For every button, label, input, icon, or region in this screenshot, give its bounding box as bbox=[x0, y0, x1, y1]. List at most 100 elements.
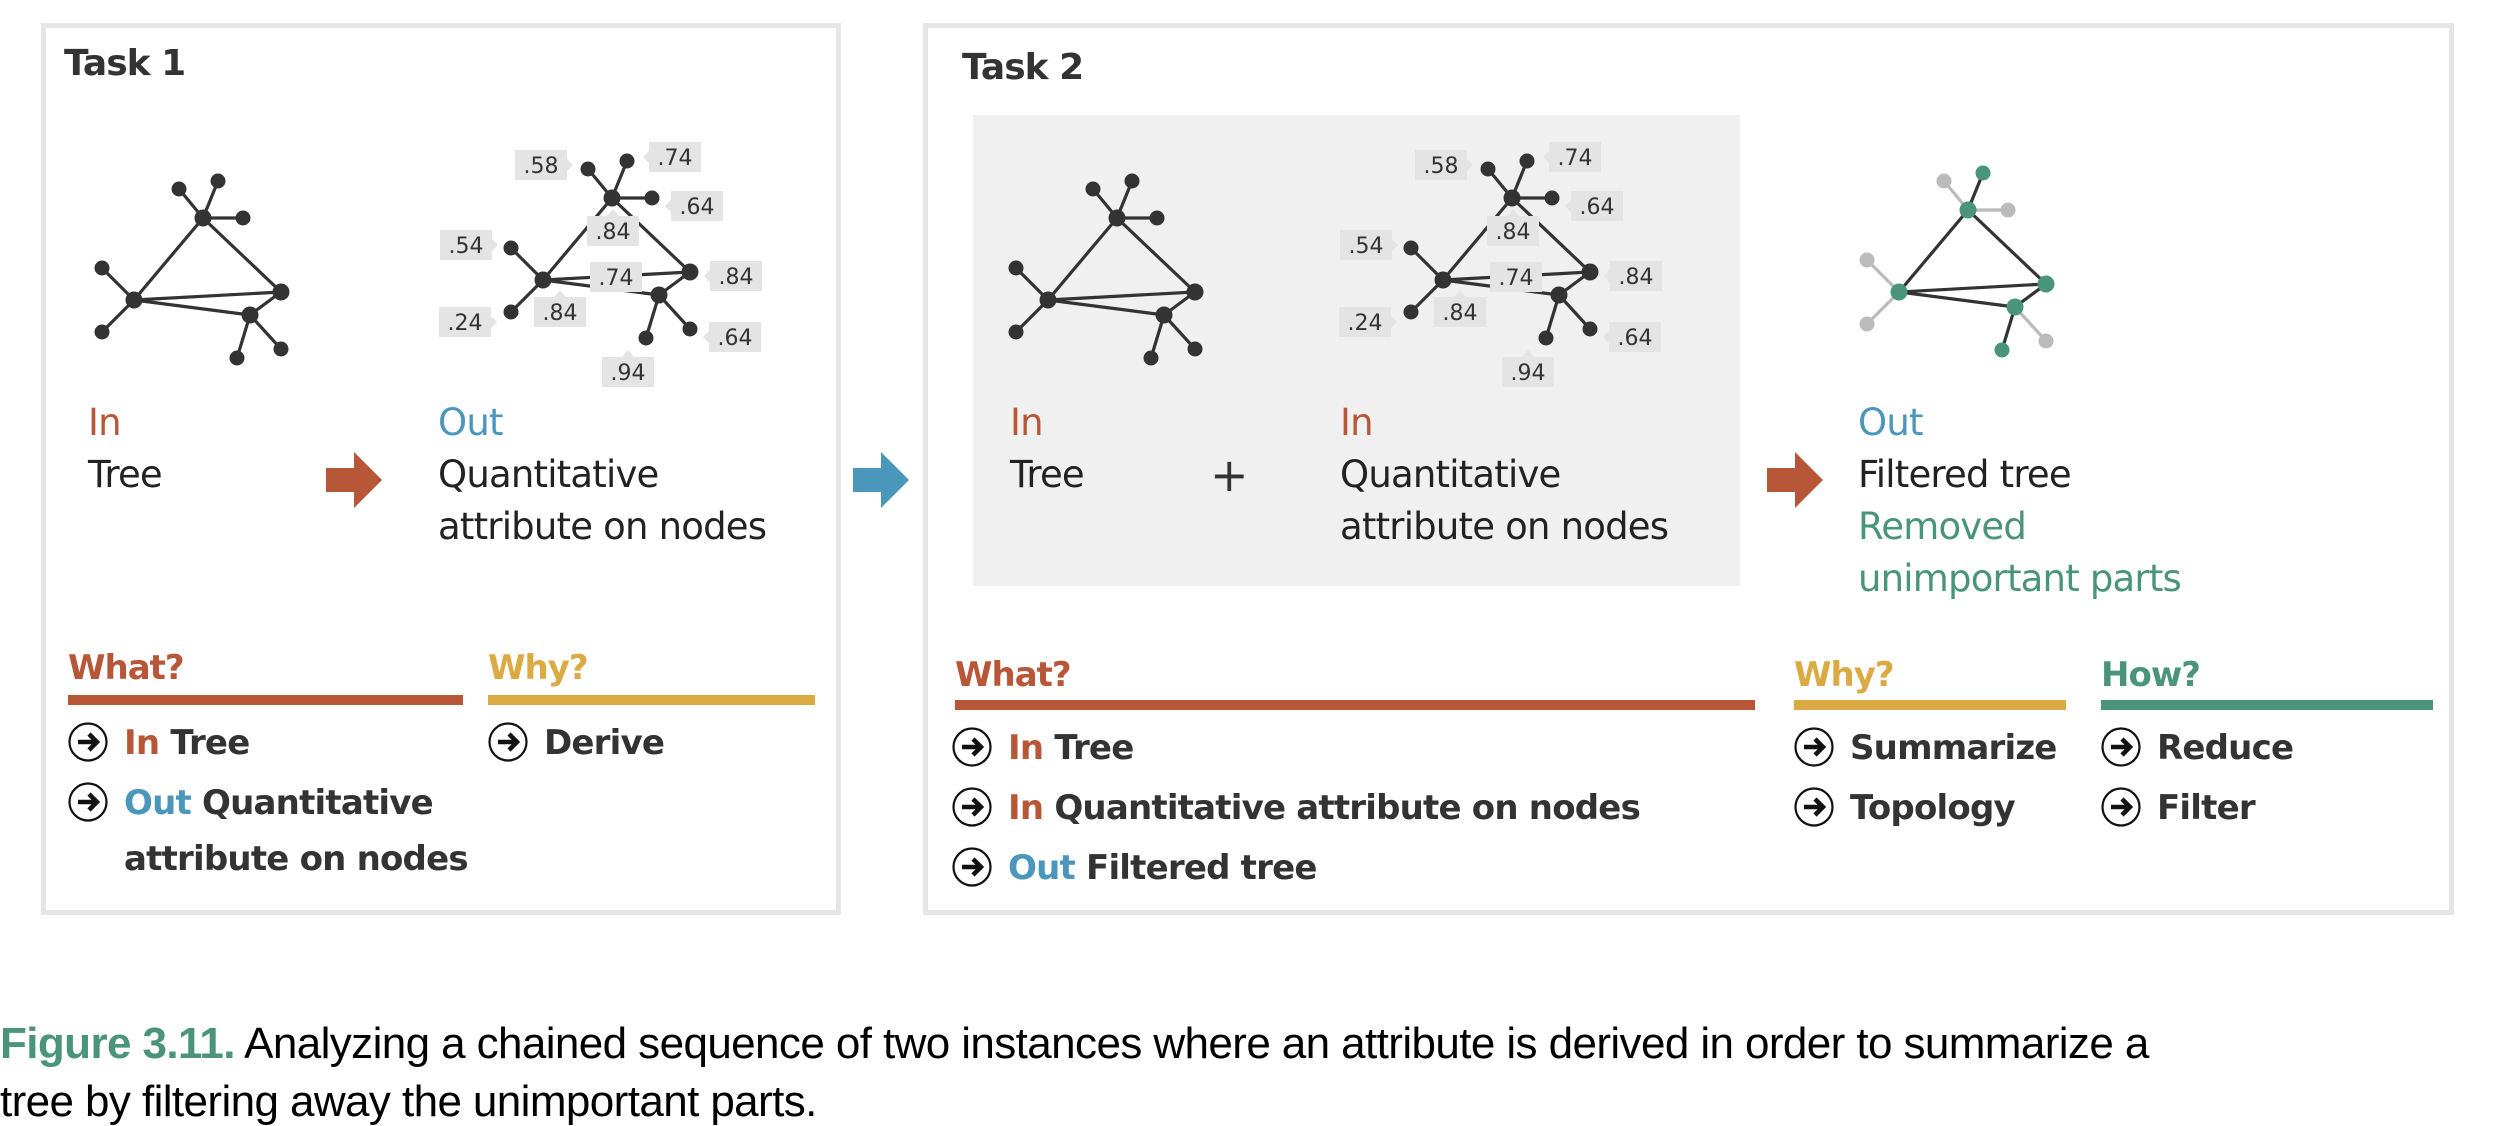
tree-edge bbox=[1047, 298, 1165, 317]
task2-what-heading: What? bbox=[955, 655, 1072, 695]
tree-leaf-node bbox=[580, 161, 596, 177]
tree-leaf-node bbox=[1519, 153, 1535, 169]
output-note-line-2: unimportant parts bbox=[1858, 557, 2182, 600]
tree-edge bbox=[610, 196, 692, 274]
tree-edge bbox=[133, 298, 251, 317]
attribute-label-box bbox=[587, 216, 639, 246]
attribute-value: .94 bbox=[1511, 361, 1546, 386]
item-text: Filtered tree bbox=[1086, 848, 1317, 888]
circle-arrow-icon bbox=[2101, 787, 2141, 827]
attribute-label: .84 bbox=[1604, 261, 1662, 291]
output-note-line-1: Removed bbox=[1858, 505, 2027, 548]
task1-what-heading: What? bbox=[68, 648, 185, 688]
tree-leaf-node bbox=[229, 350, 245, 366]
out-role-label: Out bbox=[438, 401, 503, 444]
attribute-label: .84 bbox=[587, 209, 639, 246]
attribute-label-box bbox=[710, 261, 762, 291]
tree-leaf-node bbox=[1544, 190, 1560, 206]
circle-arrow-icon bbox=[952, 787, 992, 827]
plus-sign: + bbox=[1210, 448, 1249, 502]
tree-hub-node bbox=[1581, 263, 1599, 281]
task1-panel bbox=[41, 23, 841, 915]
attribute-value: .84 bbox=[543, 301, 578, 326]
tree-edge bbox=[1966, 208, 2048, 286]
tree-leaf-node bbox=[1936, 173, 1952, 189]
attribute-label-pointer bbox=[491, 316, 497, 328]
attribute-value: .74 bbox=[1499, 266, 1534, 291]
tree-edge bbox=[1897, 208, 1970, 294]
attribute-label: .58 bbox=[1415, 150, 1473, 180]
attribute-label-box bbox=[1490, 262, 1542, 292]
item-text: Reduce bbox=[2157, 728, 2294, 768]
attribute-label-pointer bbox=[1565, 200, 1571, 212]
item-text: Topology bbox=[1850, 788, 2016, 828]
tree-leaf-node bbox=[171, 181, 187, 197]
attribute-label-pointer bbox=[1391, 316, 1397, 328]
task2-why-bar bbox=[1794, 700, 2066, 710]
output-line-2: attribute on nodes bbox=[438, 505, 767, 548]
attribute-label-box bbox=[1487, 216, 1539, 246]
tree-hub-node bbox=[1890, 283, 1908, 301]
attribute-label-box bbox=[1434, 297, 1486, 327]
circle-arrow-icon bbox=[1794, 787, 1834, 827]
tree-leaf-node bbox=[1124, 173, 1140, 189]
in-role-label: In bbox=[1340, 401, 1374, 444]
circle-arrow-icon bbox=[952, 847, 992, 887]
role-in: In bbox=[124, 723, 160, 763]
tree-hub-node bbox=[241, 306, 259, 324]
attribute-label-box bbox=[1502, 357, 1554, 387]
attribute-label-pointer bbox=[643, 151, 649, 163]
attribute-label-box bbox=[1340, 230, 1392, 260]
tree-leaf-node bbox=[1582, 321, 1598, 337]
circle-arrow-icon bbox=[952, 727, 992, 767]
circle-arrow-icon bbox=[2101, 727, 2141, 767]
attribute-label-box bbox=[534, 297, 586, 327]
item-text: Tree bbox=[1054, 728, 1134, 768]
attribute-label-box bbox=[590, 262, 642, 292]
task2-why-heading: Why? bbox=[1794, 655, 1895, 695]
attribute-value: .74 bbox=[658, 146, 693, 171]
tree-hub-node bbox=[603, 189, 621, 207]
circle-arrow-icon bbox=[488, 722, 528, 762]
tree-leaf-node bbox=[1859, 252, 1875, 268]
attribute-label-pointer bbox=[492, 239, 498, 251]
circle-arrow-icon bbox=[68, 782, 108, 822]
caption-text: Analyzing a chained sequence of two inst… bbox=[234, 1019, 2149, 1068]
tree-leaf-node bbox=[94, 324, 110, 340]
task2-how-heading: How? bbox=[2101, 655, 2201, 695]
figure-caption-line-2: tree by filtering away the unimportant p… bbox=[0, 1077, 817, 1126]
attribute-label: .94 bbox=[602, 350, 654, 387]
attribute-value: .84 bbox=[719, 265, 754, 290]
attribute-label-box bbox=[440, 230, 492, 260]
task-arrow-icon bbox=[326, 452, 382, 508]
tree-leaf-node bbox=[1187, 341, 1203, 357]
tree-edge bbox=[1441, 196, 1514, 282]
task1-why-bar bbox=[488, 695, 815, 705]
input-type-label: Tree bbox=[1010, 453, 1085, 496]
tree-leaf-node bbox=[1143, 350, 1159, 366]
tree-leaf-node bbox=[1480, 161, 1496, 177]
attribute-label-pointer bbox=[1603, 331, 1609, 343]
attribute-label-box bbox=[1610, 261, 1662, 291]
tree-hub-node bbox=[1039, 291, 1057, 309]
tree-leaf-node bbox=[2038, 333, 2054, 349]
attribute-value: .84 bbox=[1619, 265, 1654, 290]
tree-hub-node bbox=[650, 286, 668, 304]
item-text: Derive bbox=[544, 723, 665, 763]
task2-what-bar bbox=[955, 700, 1755, 710]
attribute-value: .24 bbox=[448, 311, 483, 336]
item-text: Filter bbox=[2157, 788, 2256, 828]
tree-leaf-node bbox=[503, 240, 519, 256]
tree-leaf-node bbox=[682, 321, 698, 337]
task1-output-label: Out Quantitative attribute on nodes bbox=[438, 397, 767, 553]
tree-hub-node bbox=[1959, 201, 1977, 219]
tree-edge bbox=[132, 216, 205, 302]
tree-hub-node bbox=[125, 291, 143, 309]
figure-caption-line-1: Figure 3.11. Analyzing a chained sequenc… bbox=[0, 1022, 2149, 1066]
tree-hub-node bbox=[1186, 283, 1204, 301]
attribute-label-pointer bbox=[1604, 270, 1610, 282]
attribute-value: .74 bbox=[1558, 146, 1593, 171]
attribute-value: .84 bbox=[1443, 301, 1478, 326]
task2-input2-label: In Quantitative attribute on nodes bbox=[1340, 397, 1669, 553]
